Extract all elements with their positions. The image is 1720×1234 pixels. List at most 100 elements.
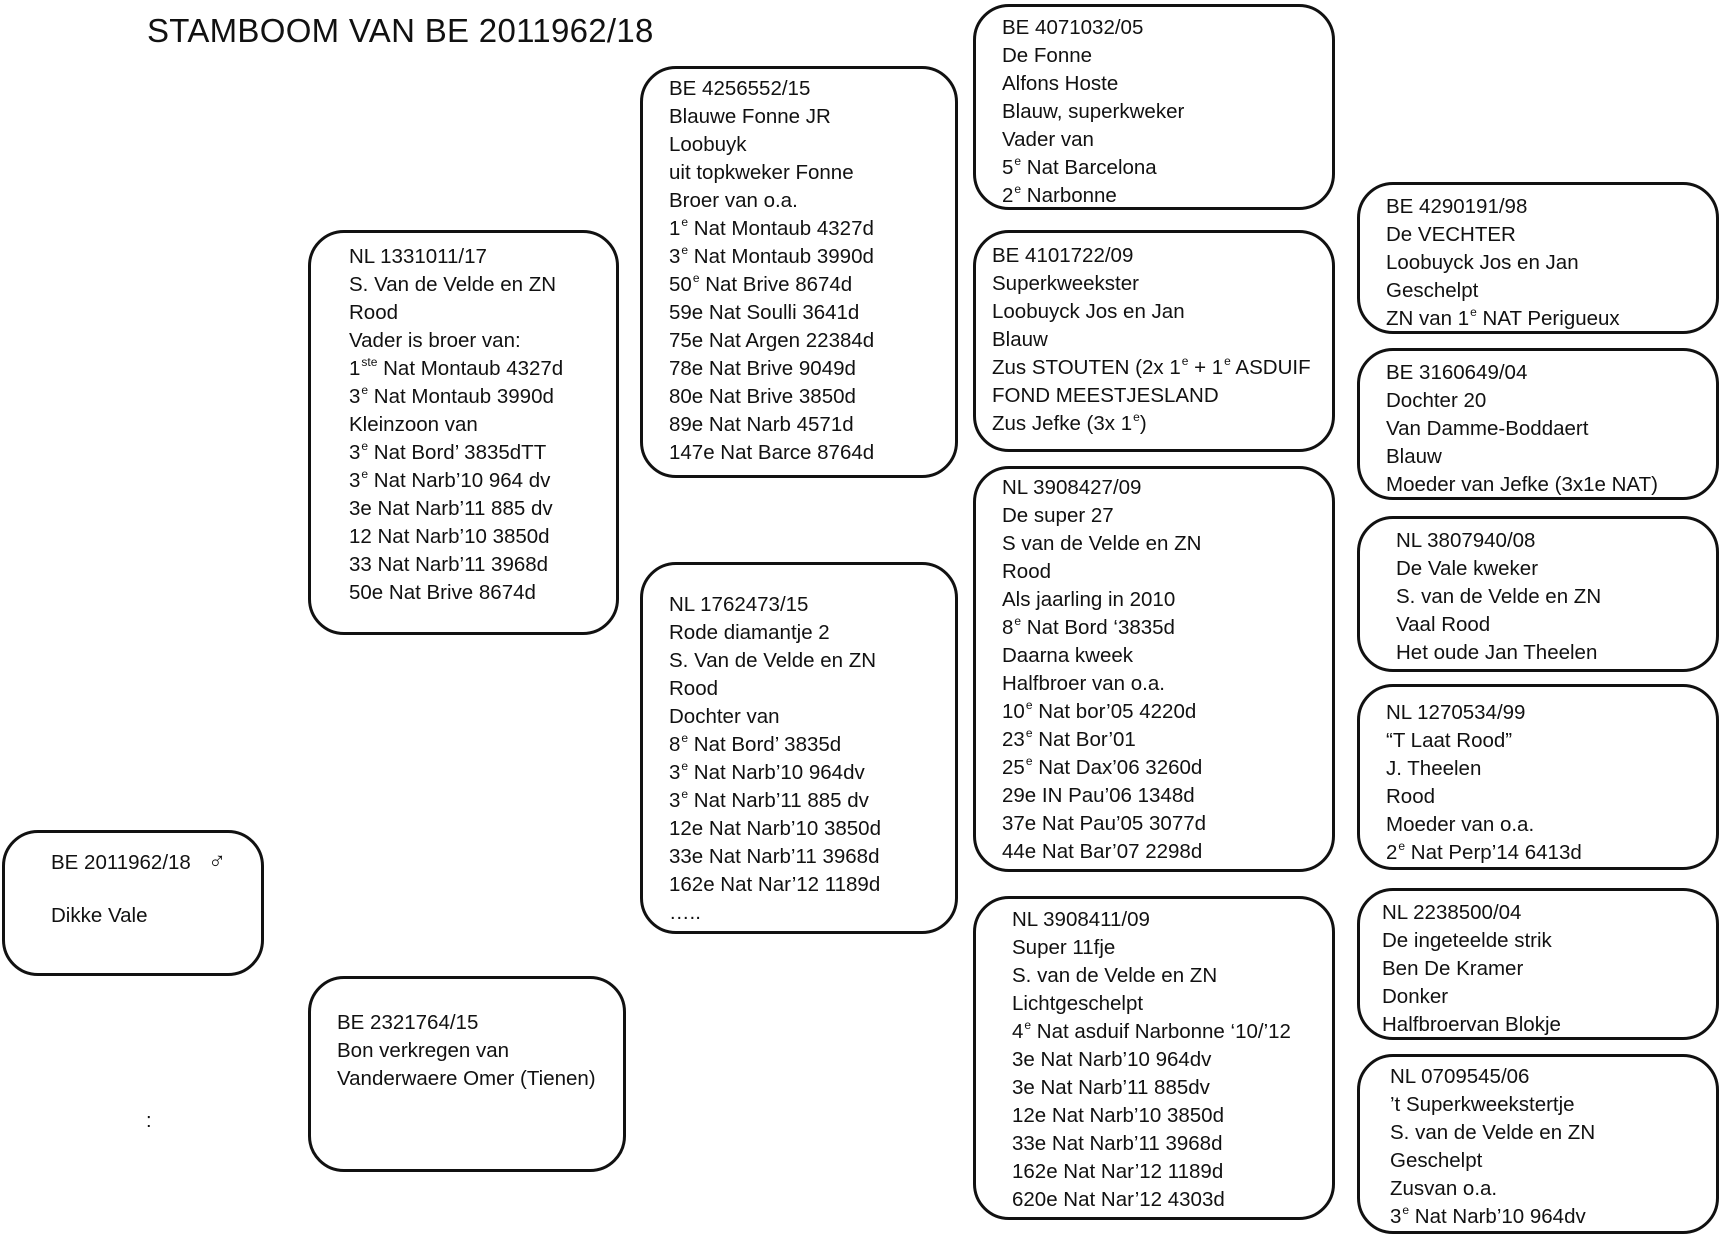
pedigree-line: 3e Nat Montaub 3990d <box>669 243 955 271</box>
line-text: Nat Narb’11 885 dv <box>688 789 869 812</box>
pedigree-line: 12 Nat Narb’10 3850d <box>349 523 616 551</box>
pedigree-line: Lichtgeschelpt <box>1012 990 1332 1018</box>
line-text: Blauw, superkweker <box>1002 100 1185 123</box>
pedigree-line: Halfbroervan Blokje <box>1382 1011 1716 1037</box>
pedigree-line: Bon verkregen van <box>337 1037 623 1065</box>
pedigree-line: Moeder van o.a. <box>1386 811 1716 839</box>
ordinal-superscript: e <box>1133 410 1140 424</box>
line-text: De ingeteelde strik <box>1382 929 1552 952</box>
pedigree-line: BE 4290191/98 <box>1386 193 1716 221</box>
pedigree-line: Loobuyck Jos en Jan <box>992 298 1332 326</box>
line-text: 2 <box>1386 841 1398 864</box>
line-text: 50e Nat Brive 8674d <box>349 581 536 604</box>
ordinal-superscript: e <box>1402 1203 1410 1217</box>
pedigree-line: 147e Nat Barce 8764d <box>669 439 955 467</box>
pedigree-line: 80e Nat Brive 3850d <box>669 383 955 411</box>
line-text: 1 <box>349 357 361 380</box>
line-text: 5 <box>1002 156 1014 179</box>
pedigree-line: Rood <box>669 675 955 703</box>
pedigree-line: 620e Nat Nar’12 4303d <box>1012 1186 1332 1214</box>
pedigree-line: Moeder van Jefke (3x1e NAT) <box>1386 471 1716 497</box>
pedigree-line: NL 3807940/08 <box>1396 527 1716 555</box>
line-text: ’t Superkweekstertje <box>1390 1093 1575 1116</box>
pedigree-line: uit topkweker Fonne <box>669 159 955 187</box>
pedigree-line: 33e Nat Narb’11 3968d <box>1012 1130 1332 1158</box>
pedigree-line: Ben De Kramer <box>1382 955 1716 983</box>
pedigree-line: De super 27 <box>1002 502 1332 530</box>
line-text: Nat Montaub 3990d <box>368 385 554 408</box>
pedigree-line: NL 1762473/15 <box>669 591 955 619</box>
subject-name: Dikke Vale <box>51 904 148 927</box>
line-text: Rood <box>669 677 719 700</box>
pedigree-line: 29e IN Pau’06 1348d <box>1002 782 1332 810</box>
pedigree-line: S. van de Velde en ZN <box>1012 962 1332 990</box>
pedigree-line: Rood <box>1386 783 1716 811</box>
pedigree-line: ’t Superkweekstertje <box>1390 1091 1716 1119</box>
line-text: NL 3908427/09 <box>1002 476 1142 499</box>
pedigree-line: 8e Nat Bord’ 3835d <box>669 731 955 759</box>
line-text: Nat Montaub 4327d <box>688 217 874 240</box>
ordinal-superscript: e <box>681 731 689 745</box>
line-text: Ben De Kramer <box>1382 957 1524 980</box>
line-text: BE 3160649/04 <box>1386 361 1528 384</box>
line-text: uit topkweker Fonne <box>669 161 854 184</box>
pedigree-line: NL 1331011/17 <box>349 243 616 271</box>
line-text: NL 1270534/99 <box>1386 701 1526 724</box>
line-text: 3 <box>669 789 681 812</box>
ordinal-superscript: e <box>1470 305 1477 319</box>
pedigree-line: Vader van <box>1002 126 1332 154</box>
line-text: BE 4290191/98 <box>1386 195 1528 218</box>
line-text: 33 Nat Narb’11 3968d <box>349 553 549 576</box>
line-text: 3 <box>669 245 681 268</box>
pedigree-line: 3e Nat Narb’11 885 dv <box>349 495 616 523</box>
pedigree-line: Zus Jefke (3x 1e) <box>992 410 1332 438</box>
line-text: Vanderwaere Omer (Tienen) <box>337 1067 596 1090</box>
line-text: 25 <box>1002 756 1025 779</box>
pedigree-line: 33e Nat Narb’11 3968d <box>669 843 955 871</box>
line-text: NL 0709545/06 <box>1390 1065 1530 1088</box>
line-text: Rood <box>349 301 399 324</box>
ordinal-superscript: e <box>1398 839 1406 853</box>
pedigree-line: NL 3908427/09 <box>1002 474 1332 502</box>
line-text: Als jaarling in 2010 <box>1002 588 1176 611</box>
pedigree-line: ….. <box>669 899 955 927</box>
line-text: Vader van <box>1002 128 1094 151</box>
pedigree-line: Het oude Jan Theelen <box>1396 639 1716 667</box>
line-text: Loobuyck Jos en Jan <box>992 300 1185 323</box>
line-text: Donker <box>1382 985 1449 1008</box>
pedigree-line: NL 3908411/09 <box>1012 906 1332 934</box>
line-text: S. Van de Velde en ZN <box>349 273 557 296</box>
line-text: 8 <box>669 733 681 756</box>
line-text: Nat Dax’06 3260d <box>1032 756 1203 779</box>
line-text: NL 1762473/15 <box>669 593 809 616</box>
line-text: Zusvan o.a. <box>1390 1177 1498 1200</box>
line-text: 2 <box>1002 184 1014 207</box>
ordinal-superscript: e <box>681 787 689 801</box>
pedigree-line: 10e Nat bor’05 4220d <box>1002 698 1332 726</box>
line-text: Daarna kweek <box>1002 644 1134 667</box>
pedigree-line: Broer van o.a. <box>669 187 955 215</box>
line-text: Dochter 20 <box>1386 389 1487 412</box>
pedigree-line: NL 1270534/99 <box>1386 699 1716 727</box>
ordinal-superscript: e <box>1014 154 1022 168</box>
pedigree-line: 162e Nat Nar’12 1189d <box>669 871 955 899</box>
line-text: BE 2321764/15 <box>337 1011 479 1034</box>
line-text: S. van de Velde en ZN <box>1390 1121 1596 1144</box>
pedigree-line: Vader is broer van: <box>349 327 616 355</box>
line-text: 80e Nat Brive 3850d <box>669 385 856 408</box>
line-text: Lichtgeschelpt <box>1012 992 1144 1015</box>
pedigree-line: 37e Nat Pau’05 3077d <box>1002 810 1332 838</box>
line-text: Nat Bord’ 3835dTT <box>368 441 547 464</box>
pedigree-line: BE 3160649/04 <box>1386 359 1716 387</box>
line-text: Nat Barcelona <box>1021 156 1157 179</box>
line-text: J. Theelen <box>1386 757 1482 780</box>
line-text: Halfbroervan Blokje <box>1382 1013 1561 1036</box>
line-text: Blauw <box>1386 445 1442 468</box>
line-text: De super 27 <box>1002 504 1114 527</box>
